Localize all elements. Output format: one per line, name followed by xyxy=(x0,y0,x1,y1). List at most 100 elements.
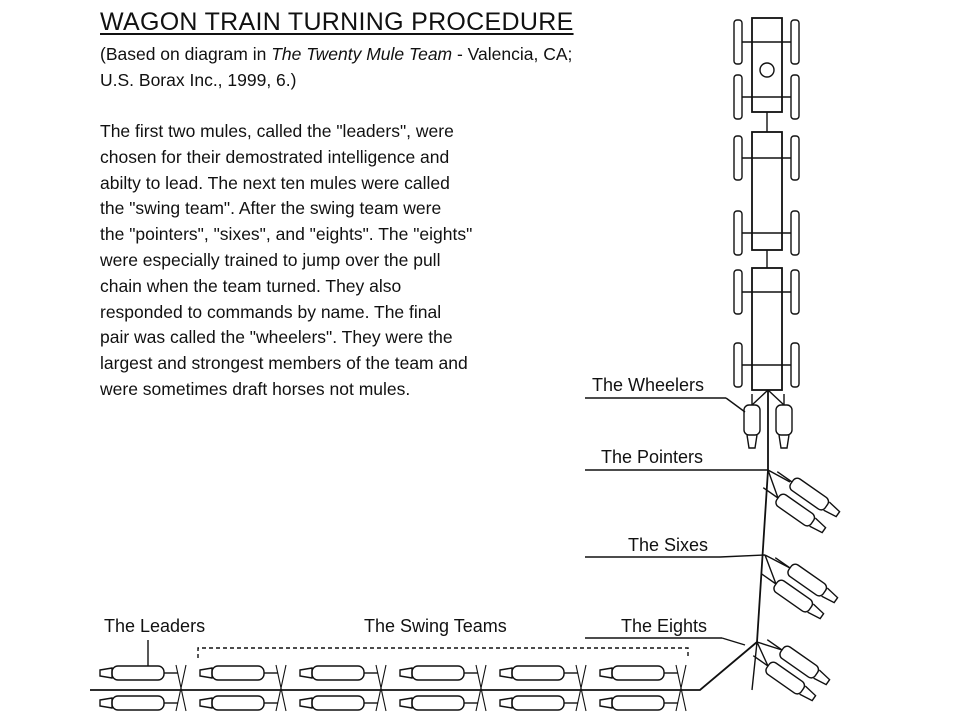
mule-pair-5-top xyxy=(499,665,578,681)
mule-head xyxy=(299,697,313,709)
mule-head xyxy=(813,669,831,686)
mule-body xyxy=(111,665,165,681)
description-line: were sometimes draft horses not mules. xyxy=(100,378,411,399)
wagon-wheel xyxy=(733,342,743,388)
mule-head xyxy=(199,697,213,709)
description-line: the "swing team". After the swing team w… xyxy=(100,198,442,219)
label-leaders: The Leaders xyxy=(104,616,206,636)
mule-body xyxy=(311,695,365,711)
swing-teams-bracket xyxy=(197,647,689,658)
wagon-wheel xyxy=(790,269,800,315)
description-paragraph: The first two mules, called the "leaders… xyxy=(100,119,570,403)
wagon-wheel xyxy=(790,210,800,256)
wagon-wheel xyxy=(790,135,800,181)
mule-body xyxy=(611,695,665,711)
mule-head xyxy=(399,667,413,679)
mule-body xyxy=(411,695,465,711)
mule-head xyxy=(499,697,513,709)
description-line: were especially trained to jump over the… xyxy=(100,249,441,270)
citation-book-title: The Twenty Mule Team xyxy=(271,44,453,64)
mule-body xyxy=(111,695,165,711)
description-line: the "pointers", "sixes", and "eights". T… xyxy=(100,224,473,245)
label-pointers: The Pointers xyxy=(601,447,704,467)
mule-body xyxy=(775,493,816,527)
mule-body xyxy=(765,661,806,695)
mule-body xyxy=(511,695,565,711)
wagon-second xyxy=(733,131,800,256)
wagon-wheel xyxy=(733,269,743,315)
wheeler-harness xyxy=(751,389,785,406)
mule-head xyxy=(599,667,613,679)
description-line: abilty to lead. The next ten mules were … xyxy=(100,172,450,193)
cross-harness xyxy=(175,664,187,712)
description-line: chosen for their demostrated intelligenc… xyxy=(100,146,450,167)
wagon-wheel xyxy=(790,19,800,65)
mule-body xyxy=(775,404,793,436)
wheelers-pointer xyxy=(725,397,746,413)
wagon-body xyxy=(751,267,783,391)
mule-head xyxy=(746,434,758,449)
citation-prefix: (Based on diagram in xyxy=(100,44,272,64)
eights-pointer xyxy=(721,637,746,646)
mule-pair-4-top xyxy=(399,665,478,681)
label-swing-teams: The Swing Teams xyxy=(364,616,507,636)
mule-body xyxy=(743,404,761,436)
wagon-wheel xyxy=(733,74,743,120)
mule-pair-3-top xyxy=(299,665,378,681)
mule-head xyxy=(399,697,413,709)
mule-body xyxy=(773,579,814,613)
cross-harness xyxy=(675,664,687,712)
mule-head xyxy=(778,434,790,449)
cross-harness xyxy=(575,664,587,712)
wheeler-mule-left xyxy=(743,394,761,449)
citation-suffix: - Valencia, CA; U.S. Borax Inc., 1999, 6… xyxy=(100,44,573,90)
turning-mule-1 xyxy=(776,471,841,518)
diagram-title: WAGON TRAIN TURNING PROCEDURE xyxy=(100,8,574,36)
description-line: The first two mules, called the "leaders… xyxy=(100,121,454,141)
mule-pair-4-bottom xyxy=(399,695,478,711)
source-citation: (Based on diagram in The Twenty Mule Tea… xyxy=(100,41,580,93)
description-line: largest and strongest members of the tea… xyxy=(100,353,468,374)
description-line: chain when the team turned. They also xyxy=(100,275,402,296)
mule-pair-1-top xyxy=(99,665,178,681)
mule-body xyxy=(211,695,265,711)
harness-line xyxy=(760,573,777,585)
mule-head xyxy=(807,603,825,620)
mule-body xyxy=(511,665,565,681)
mule-head xyxy=(299,667,313,679)
label-wheelers: The Wheelers xyxy=(592,375,705,395)
mule-pair-2-top xyxy=(199,665,278,681)
turning-mule-5 xyxy=(766,639,831,686)
harness-line xyxy=(752,655,769,667)
mule-body xyxy=(789,477,830,511)
cross-harness xyxy=(475,664,487,712)
wagon-third xyxy=(733,267,800,391)
cross-harness xyxy=(375,664,387,712)
mule-head xyxy=(821,587,839,604)
mule-body xyxy=(787,563,828,597)
sixes-pointer xyxy=(719,554,766,558)
mule-head xyxy=(499,667,513,679)
harness-line xyxy=(766,639,783,651)
mule-head xyxy=(199,667,213,679)
mule-body xyxy=(311,665,365,681)
mule-pair-6-top xyxy=(599,665,678,681)
eights-harness xyxy=(756,641,783,667)
mule-head xyxy=(823,501,841,518)
mule-head xyxy=(99,697,113,709)
mule-body xyxy=(411,665,465,681)
sixes-harness xyxy=(764,554,791,585)
wagon-wheel xyxy=(733,19,743,65)
mule-body xyxy=(211,665,265,681)
mule-pair-2-bottom xyxy=(199,695,278,711)
harness-line xyxy=(776,471,793,483)
harness-line xyxy=(762,487,779,499)
wagon-wheel xyxy=(733,210,743,256)
wagon-first xyxy=(733,17,800,120)
wagon-wheel xyxy=(733,135,743,181)
pull-chain xyxy=(90,390,769,691)
mule-pair-5-bottom xyxy=(499,695,578,711)
label-eights: The Eights xyxy=(621,616,708,636)
label-sixes: The Sixes xyxy=(628,535,709,555)
